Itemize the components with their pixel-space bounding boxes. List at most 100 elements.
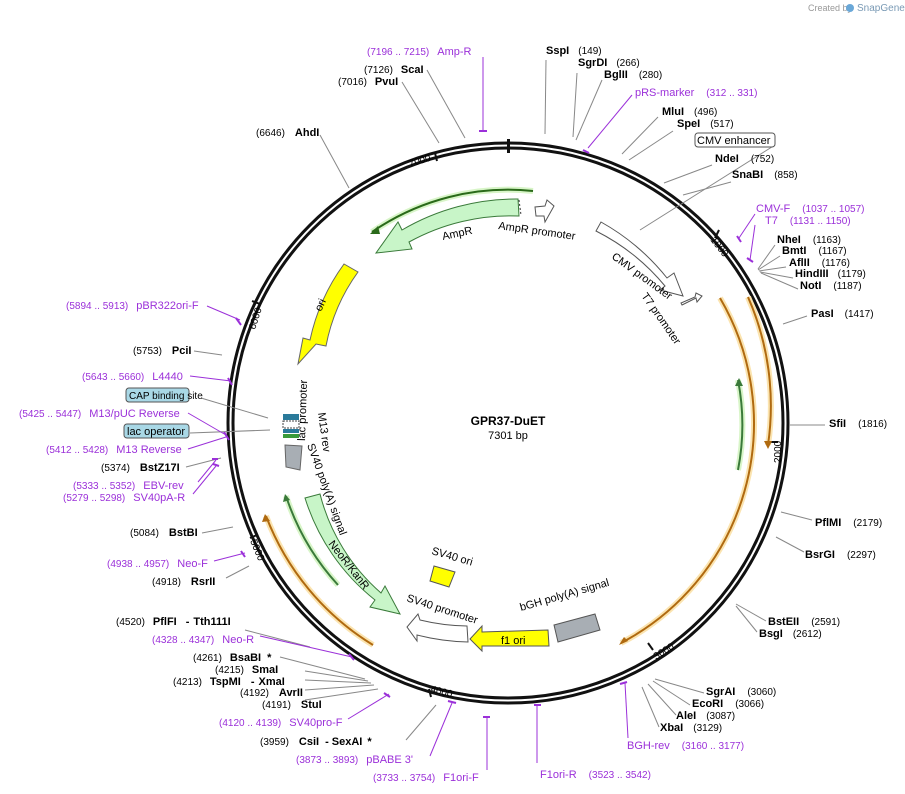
site-ndei[interactable]: NdeI(752): [715, 153, 774, 165]
site-ecori[interactable]: EcoRI(3066): [692, 698, 764, 710]
site-alei[interactable]: AleI(3087): [676, 710, 735, 722]
primer-neo-f[interactable]: (4938 .. 4957)Neo-F: [107, 558, 208, 570]
sv40-ori-shape[interactable]: [429, 565, 456, 588]
neor-label: NeoR/KanR: [326, 538, 372, 592]
sv40-promoter-shape[interactable]: [406, 612, 469, 643]
origin-tick: [507, 139, 510, 153]
site-sgrdi[interactable]: SgrDI(266): [578, 57, 640, 69]
site-aflii[interactable]: AflII(1176): [789, 257, 850, 269]
site-bglii[interactable]: BglII(280): [604, 69, 662, 81]
tick-label-5000: 5000: [247, 538, 266, 563]
primer-sv40pro-f[interactable]: (4120 .. 4139)SV40pro-F: [219, 717, 343, 729]
credit-text: Created by: [808, 3, 853, 13]
primer-m13-puc-reverse[interactable]: (5425 .. 5447)M13/pUC Reverse: [19, 408, 180, 420]
tick-label-4000: 4000: [429, 684, 454, 700]
site-noti[interactable]: NotI(1187): [800, 280, 862, 292]
boxed-features: CMV enhancer CAP binding site lac operat…: [123, 132, 776, 439]
site-pflfi[interactable]: (4520)PflFI-Tth111I: [116, 616, 231, 628]
m13-rev-shape[interactable]: [283, 434, 299, 438]
site-spei[interactable]: SpeI(517): [677, 118, 734, 130]
site-sfii[interactable]: SfiI(1816): [829, 418, 887, 430]
primer-amp-r[interactable]: (7196 .. 7215)Amp-R: [367, 46, 472, 58]
site-bstz17i[interactable]: (5374)BstZ17I: [101, 462, 180, 474]
site-mlui[interactable]: MluI(496): [662, 106, 717, 118]
ampr-orf-shape[interactable]: [374, 198, 520, 254]
ampr-promoter-label: AmpR promoter: [498, 220, 577, 243]
tick-label-6000: 6000: [247, 306, 264, 331]
tick-mark: [428, 688, 432, 698]
lac-operator-shape[interactable]: [283, 429, 299, 433]
site-ahdi[interactable]: (6646)AhdI: [256, 127, 319, 139]
primer-pbr322ori-f[interactable]: (5894 .. 5913)pBR322ori-F: [66, 300, 199, 312]
tick-label-2000: 2000: [773, 440, 784, 463]
f1-ori-shape[interactable]: [469, 624, 550, 653]
site-pvui[interactable]: (7016)PvuI: [338, 76, 398, 88]
cap-binding-site-box[interactable]: [125, 387, 190, 403]
primer-prs-marker[interactable]: pRS-marker(312 .. 331): [635, 87, 757, 99]
site-hindiii[interactable]: HindIII(1179): [795, 268, 866, 280]
primer-sv40pa-r[interactable]: (5279 .. 5298)SV40pA-R: [63, 492, 185, 504]
site-nhei[interactable]: NheI(1163): [777, 234, 841, 246]
bgh-polya-shape[interactable]: [553, 613, 601, 643]
site-bmti[interactable]: BmtI(1167): [782, 245, 847, 257]
ori-shape[interactable]: [297, 263, 359, 366]
site-rsrii[interactable]: (4918)RsrII: [152, 576, 215, 588]
primer-pbabe[interactable]: (3873 .. 3893)pBABE 3': [296, 754, 413, 766]
primer-f1ori-f[interactable]: (3733 .. 3754)F1ori-F: [373, 772, 479, 784]
site-bstbi[interactable]: (5084)BstBI: [130, 527, 198, 539]
orange-arc-outer: [620, 297, 755, 644]
cmv-promoter-shape[interactable]: [595, 221, 684, 297]
primer-m13-reverse[interactable]: (5412 .. 5428)M13 Reverse: [46, 444, 182, 456]
primer-bgh-rev[interactable]: BGH-rev(3160 .. 3177): [627, 740, 744, 752]
plasmid-name: GPR37-DuET: [471, 414, 546, 428]
site-pflmi[interactable]: PflMI(2179): [815, 517, 882, 529]
site-sgrai[interactable]: SgrAI(3060): [706, 686, 776, 698]
orange-arc-left: [265, 515, 374, 646]
primer-f1ori-r[interactable]: F1ori-R(3523 .. 3542): [540, 769, 651, 781]
green-arc-right-arrowhead: [735, 378, 743, 386]
lac-operator-box[interactable]: [123, 423, 190, 439]
primer-cmv-f[interactable]: CMV-F(1037 .. 1057): [756, 203, 865, 215]
cap-site-shape[interactable]: [283, 414, 299, 420]
site-bsteii[interactable]: BstEII(2591): [768, 616, 840, 628]
orange-arc-outer-arrowhead: [619, 637, 628, 645]
brand-text: SnapGene: [857, 3, 905, 14]
site-tspmi[interactable]: (4213)TspMI-XmaI: [173, 676, 285, 688]
primer-leader-lines: [187, 57, 756, 770]
m13-rev-label: M13 rev: [315, 412, 332, 454]
primer-t7[interactable]: T7(1131 .. 1150): [765, 215, 851, 227]
tick-mark: [251, 300, 261, 305]
restriction-sites: SspI(149) SgrDI(266) BglII(280) MluI(496…: [101, 45, 887, 748]
site-pcii[interactable]: (5753)PciI: [133, 345, 191, 357]
site-bsrgi[interactable]: BsrGI(2297): [805, 549, 876, 561]
site-bsgi[interactable]: BsgI(2612): [759, 628, 822, 640]
ampr-promoter-shape[interactable]: [534, 199, 555, 224]
cmv-enhancer-label: CMV enhancer: [697, 135, 771, 147]
orange-arc-left-arrowhead: [262, 514, 270, 522]
primer-ebv-rev[interactable]: (5333 .. 5352)EBV-rev: [73, 480, 184, 492]
lac-operator-label: lac operator: [127, 426, 185, 438]
site-avrii[interactable]: (4192)AvrII: [240, 687, 303, 699]
site-snabi[interactable]: SnaBI(858): [732, 169, 798, 181]
site-bsabi[interactable]: (4261)BsaBI*: [193, 652, 272, 664]
site-csii[interactable]: (3959)CsiI-SexAI*: [260, 736, 372, 748]
neor-orf-shape[interactable]: [304, 493, 401, 615]
site-sspi[interactable]: SspI(149): [546, 45, 602, 57]
cap-binding-site-label: CAP binding site: [129, 391, 203, 402]
cmv-enhancer-box[interactable]: [694, 132, 776, 148]
tick-label-7000: 7000: [408, 153, 433, 170]
plasmid-length: 7301 bp: [488, 430, 528, 442]
bgh-polya-label: bGH poly(A) signal: [519, 577, 611, 614]
site-smai[interactable]: (4215)SmaI: [215, 664, 278, 676]
primer-neo-r[interactable]: (4328 .. 4347)Neo-R: [152, 634, 254, 646]
site-leader-lines: [185, 59, 825, 741]
gray-feature-left[interactable]: [284, 444, 303, 471]
site-stui[interactable]: (4191)StuI: [262, 699, 322, 711]
primer-l4440[interactable]: (5643 .. 5660)L4440: [82, 371, 183, 383]
lac-promoter-shape[interactable]: [282, 420, 300, 429]
site-pasi[interactable]: PasI(1417): [811, 308, 874, 320]
site-scai[interactable]: (7126)ScaI: [364, 64, 424, 76]
orange-arc-inner-arrowhead: [764, 441, 772, 449]
site-xbai[interactable]: XbaI(3129): [660, 722, 722, 734]
t7-promoter-shape[interactable]: [680, 292, 703, 306]
